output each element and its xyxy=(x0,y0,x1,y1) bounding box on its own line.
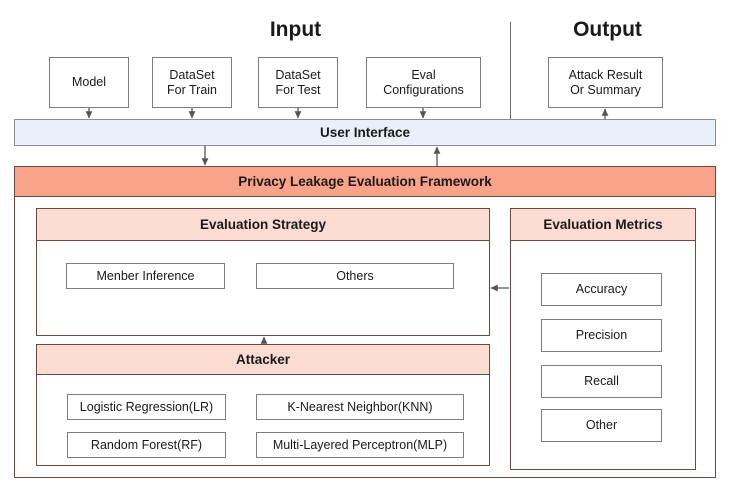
metric-item-accuracy[interactable]: Accuracy xyxy=(541,273,662,306)
framework-title-bar[interactable]: Privacy Leakage Evaluation Framework xyxy=(15,167,715,197)
input-box-model-line-1: Model xyxy=(71,75,107,89)
input-box-eval-configurations[interactable]: Eval Configurations xyxy=(366,57,481,108)
metric-item-precision[interactable]: Precision xyxy=(541,319,662,352)
attacker-item-mlp[interactable]: Multi-Layered Perceptron(MLP) xyxy=(256,432,464,458)
output-box-attack-result-line-1: Attack Result xyxy=(568,67,643,82)
framework-label: Privacy Leakage Evaluation Framework xyxy=(238,174,492,189)
input-box-eval-configurations-line-1: Eval xyxy=(411,67,436,82)
evaluation-strategy-header[interactable]: Evaluation Strategy xyxy=(37,209,489,241)
input-box-dataset-train[interactable]: DataSet For Train xyxy=(152,57,232,108)
input-box-eval-configurations-line-2: Configurations xyxy=(383,82,464,97)
evaluation-strategy-header-label: Evaluation Strategy xyxy=(199,217,327,232)
input-box-dataset-train-line-1: DataSet xyxy=(169,67,215,82)
input-box-dataset-test[interactable]: DataSet For Test xyxy=(258,57,338,108)
strategy-item-others-label: Others xyxy=(336,268,374,283)
metric-item-accuracy-label: Accuracy xyxy=(575,282,628,296)
output-section-title: Output xyxy=(573,18,642,41)
input-box-dataset-test-line-2: For Test xyxy=(275,82,321,97)
user-interface-label: User Interface xyxy=(319,125,411,140)
attacker-item-random-forest[interactable]: Random Forest(RF) xyxy=(67,432,226,458)
metric-item-other-label: Other xyxy=(585,418,618,432)
metric-item-precision-label: Precision xyxy=(575,328,628,342)
strategy-item-menber-inference-label: Menber Inference xyxy=(96,268,195,283)
attacker-header-label: Attacker xyxy=(235,352,291,367)
evaluation-metrics-header[interactable]: Evaluation Metrics xyxy=(511,209,695,241)
input-box-dataset-train-line-2: For Train xyxy=(166,82,217,97)
attacker-item-knn-label: K-Nearest Neighbor(KNN) xyxy=(287,399,433,414)
input-box-dataset-test-line-1: DataSet xyxy=(275,67,321,82)
strategy-item-others[interactable]: Others xyxy=(256,263,454,289)
output-box-attack-result-line-2: Or Summary xyxy=(570,82,641,97)
attacker-item-knn[interactable]: K-Nearest Neighbor(KNN) xyxy=(256,394,464,420)
metric-item-recall-label: Recall xyxy=(584,374,619,388)
metric-item-other[interactable]: Other xyxy=(541,409,662,442)
attacker-item-mlp-label: Multi-Layered Perceptron(MLP) xyxy=(272,437,448,452)
strategy-item-menber-inference[interactable]: Menber Inference xyxy=(66,263,225,289)
attacker-item-random-forest-label: Random Forest(RF) xyxy=(90,437,203,452)
input-box-model[interactable]: Model xyxy=(49,57,129,108)
metric-item-recall[interactable]: Recall xyxy=(541,365,662,398)
attacker-item-logistic-regression[interactable]: Logistic Regression(LR) xyxy=(67,394,226,420)
user-interface-bar[interactable]: User Interface xyxy=(14,119,716,146)
input-output-divider xyxy=(510,22,512,121)
output-box-attack-result[interactable]: Attack Result Or Summary xyxy=(548,57,663,108)
attacker-item-logistic-regression-label: Logistic Regression(LR) xyxy=(79,399,214,414)
attacker-header[interactable]: Attacker xyxy=(37,345,489,375)
input-section-title: Input xyxy=(269,18,322,41)
evaluation-metrics-header-label: Evaluation Metrics xyxy=(543,217,663,232)
